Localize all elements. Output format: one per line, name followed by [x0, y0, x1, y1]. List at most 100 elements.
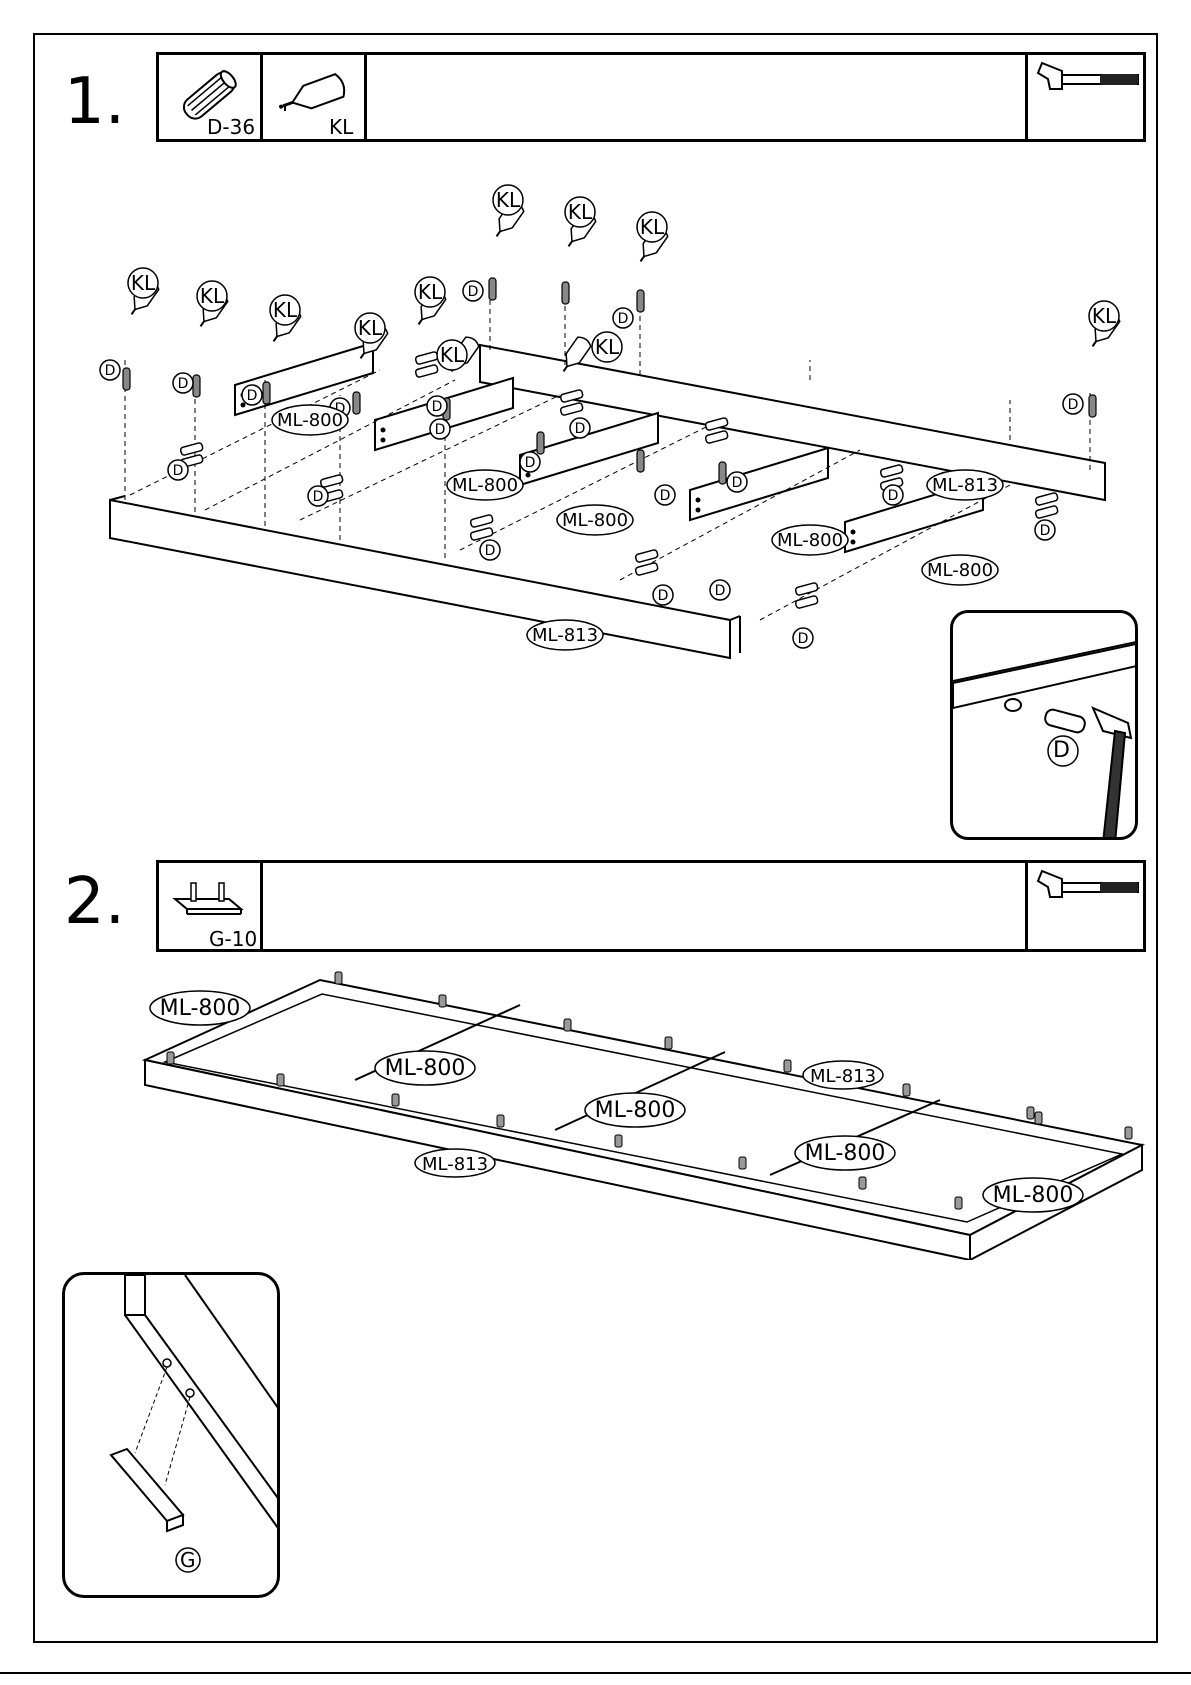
svg-text:ML-800: ML-800 [993, 1183, 1074, 1208]
svg-text:ML-800: ML-800 [805, 1141, 886, 1166]
hammer-icon [1028, 55, 1146, 139]
svg-text:KL: KL [131, 271, 156, 295]
rail-label: ML-813 [927, 470, 1003, 500]
peg [277, 1074, 284, 1086]
dowel [1035, 505, 1058, 518]
svg-text:D: D [525, 455, 536, 471]
peg [167, 1052, 174, 1064]
detail-dowel-label: D [1053, 738, 1070, 763]
svg-text:D: D [435, 422, 446, 438]
part-label-glue: KL [329, 117, 353, 137]
svg-text:ML-800: ML-800 [160, 996, 241, 1021]
part-label-dowel: D-36 [207, 117, 255, 137]
svg-text:ML-800: ML-800 [452, 475, 518, 496]
dowel [560, 402, 583, 415]
part-cell-dowel: D-36 [159, 55, 263, 139]
svg-text:D: D [432, 399, 443, 415]
svg-text:D: D [105, 363, 116, 379]
dowel [489, 278, 496, 300]
dowel-callout: D [242, 385, 262, 405]
hammer-icon [1028, 863, 1146, 947]
dowel-callout: D [1035, 520, 1055, 540]
dowel [795, 582, 818, 595]
svg-text:ML-800: ML-800 [927, 560, 993, 581]
dowel [537, 432, 544, 454]
glue-callout: KL [1089, 301, 1119, 331]
peg [859, 1177, 866, 1189]
peg [1027, 1107, 1034, 1119]
dowel [263, 382, 270, 404]
slat-label: ML-800 [375, 1051, 475, 1085]
dowel-callout: D [480, 540, 500, 560]
dowel [1089, 395, 1096, 417]
dowel [123, 368, 130, 390]
rail-label: ML-813 [527, 620, 603, 650]
svg-text:ML-800: ML-800 [777, 530, 843, 551]
dowel-callout: D [463, 281, 483, 301]
svg-text:KL: KL [640, 215, 665, 239]
svg-text:KL: KL [440, 343, 465, 367]
glue-callout: KL [415, 277, 445, 307]
dowel-callout: D [100, 360, 120, 380]
dowel [795, 595, 818, 608]
dowel-callout: D [173, 373, 193, 393]
dowel [880, 464, 903, 477]
peg [665, 1037, 672, 1049]
dowel [637, 450, 644, 472]
step-1-number: 1. [64, 70, 125, 134]
svg-text:ML-800: ML-800 [277, 410, 343, 431]
slat-label: ML-800 [772, 525, 848, 555]
slat-label: ML-800 [447, 470, 523, 500]
svg-text:KL: KL [273, 298, 298, 322]
dowel-callout: D [883, 485, 903, 505]
step-2-frame-diagram: ML-800ML-800ML-800ML-800ML-800ML-813ML-8… [0, 960, 1191, 1260]
peg [497, 1115, 504, 1127]
slat-label: ML-800 [795, 1136, 895, 1170]
dowel [1035, 492, 1058, 505]
detail-bracket-label: G [180, 1548, 196, 1572]
svg-text:ML-813: ML-813 [810, 1066, 876, 1087]
dowel [193, 375, 200, 397]
detail-hammer-icon [1093, 708, 1131, 840]
slat-label: ML-800 [922, 555, 998, 585]
peg [335, 972, 342, 984]
slat-label: ML-800 [585, 1093, 685, 1127]
svg-text:ML-800: ML-800 [595, 1098, 676, 1123]
svg-text:D: D [468, 284, 479, 300]
tool-cell-hammer [1025, 55, 1143, 139]
dowel-callout: D [1063, 394, 1083, 414]
svg-text:KL: KL [1092, 304, 1117, 328]
dowel [635, 562, 658, 575]
dowel [562, 282, 569, 304]
step-2-detail-box: G [62, 1272, 280, 1598]
peg [439, 995, 446, 1007]
svg-text:D: D [178, 376, 189, 392]
glue-callout: KL [270, 295, 300, 325]
svg-text:D: D [660, 488, 671, 504]
dowel-callout: D [727, 472, 747, 492]
svg-text:ML-813: ML-813 [532, 625, 598, 646]
peg [739, 1157, 746, 1169]
slat-label: ML-800 [983, 1178, 1083, 1212]
step-1-detail-box: D [950, 610, 1138, 840]
dowel-callout: D [655, 485, 675, 505]
peg [903, 1084, 910, 1096]
svg-text:KL: KL [200, 284, 225, 308]
rail-label: ML-813 [415, 1149, 495, 1177]
svg-text:KL: KL [568, 200, 593, 224]
svg-text:KL: KL [595, 335, 620, 359]
peg [564, 1019, 571, 1031]
dowel [353, 392, 360, 414]
svg-text:D: D [247, 388, 258, 404]
slat-label: ML-800 [557, 505, 633, 535]
dowel [719, 462, 726, 484]
svg-text:D: D [1068, 397, 1079, 413]
glue-callout: KL [493, 185, 523, 215]
bracket-icon [159, 869, 259, 929]
rail-front [110, 500, 730, 658]
step-1-parts-box: D-36 KL [156, 52, 1146, 142]
dowel [637, 290, 644, 312]
svg-text:D: D [715, 583, 726, 599]
part-label-bracket: G-10 [209, 929, 257, 949]
